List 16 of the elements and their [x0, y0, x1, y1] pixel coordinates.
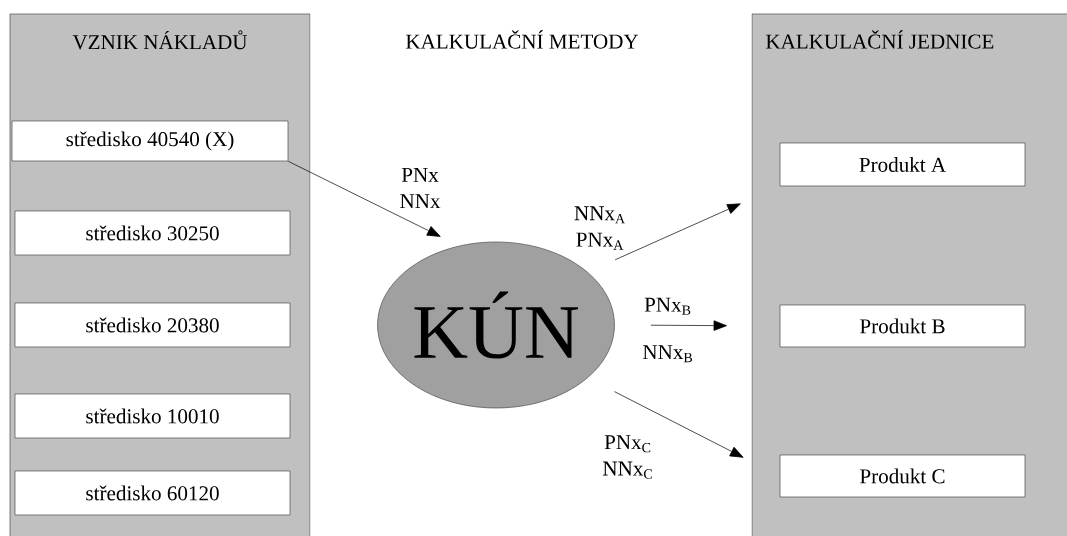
edge-label: PNx$_{B}$ NNx$_{B}$: [643, 297, 693, 363]
heading: KALKULAČNÍ METODY: [405, 30, 639, 49]
arrow: [650, 320, 727, 331]
arrow: [288, 161, 441, 237]
arrow: [614, 391, 744, 458]
text-box: středisko 20380: [14, 302, 291, 348]
edge-label: PNx NNx: [400, 167, 441, 209]
text-box: středisko 40540 (X): [11, 120, 289, 162]
edge-label: PNx$_{C}$ NNx$_{C}$: [603, 435, 652, 479]
arrow: [614, 203, 741, 261]
text-box: středisko 30250: [14, 210, 291, 256]
text-box: Produkt B: [779, 304, 1026, 348]
text-box: středisko 10010: [14, 393, 291, 439]
text-box: Produkt A: [779, 142, 1026, 187]
text-box: Produkt C: [779, 454, 1026, 498]
text-box: středisko 60120: [14, 470, 291, 516]
